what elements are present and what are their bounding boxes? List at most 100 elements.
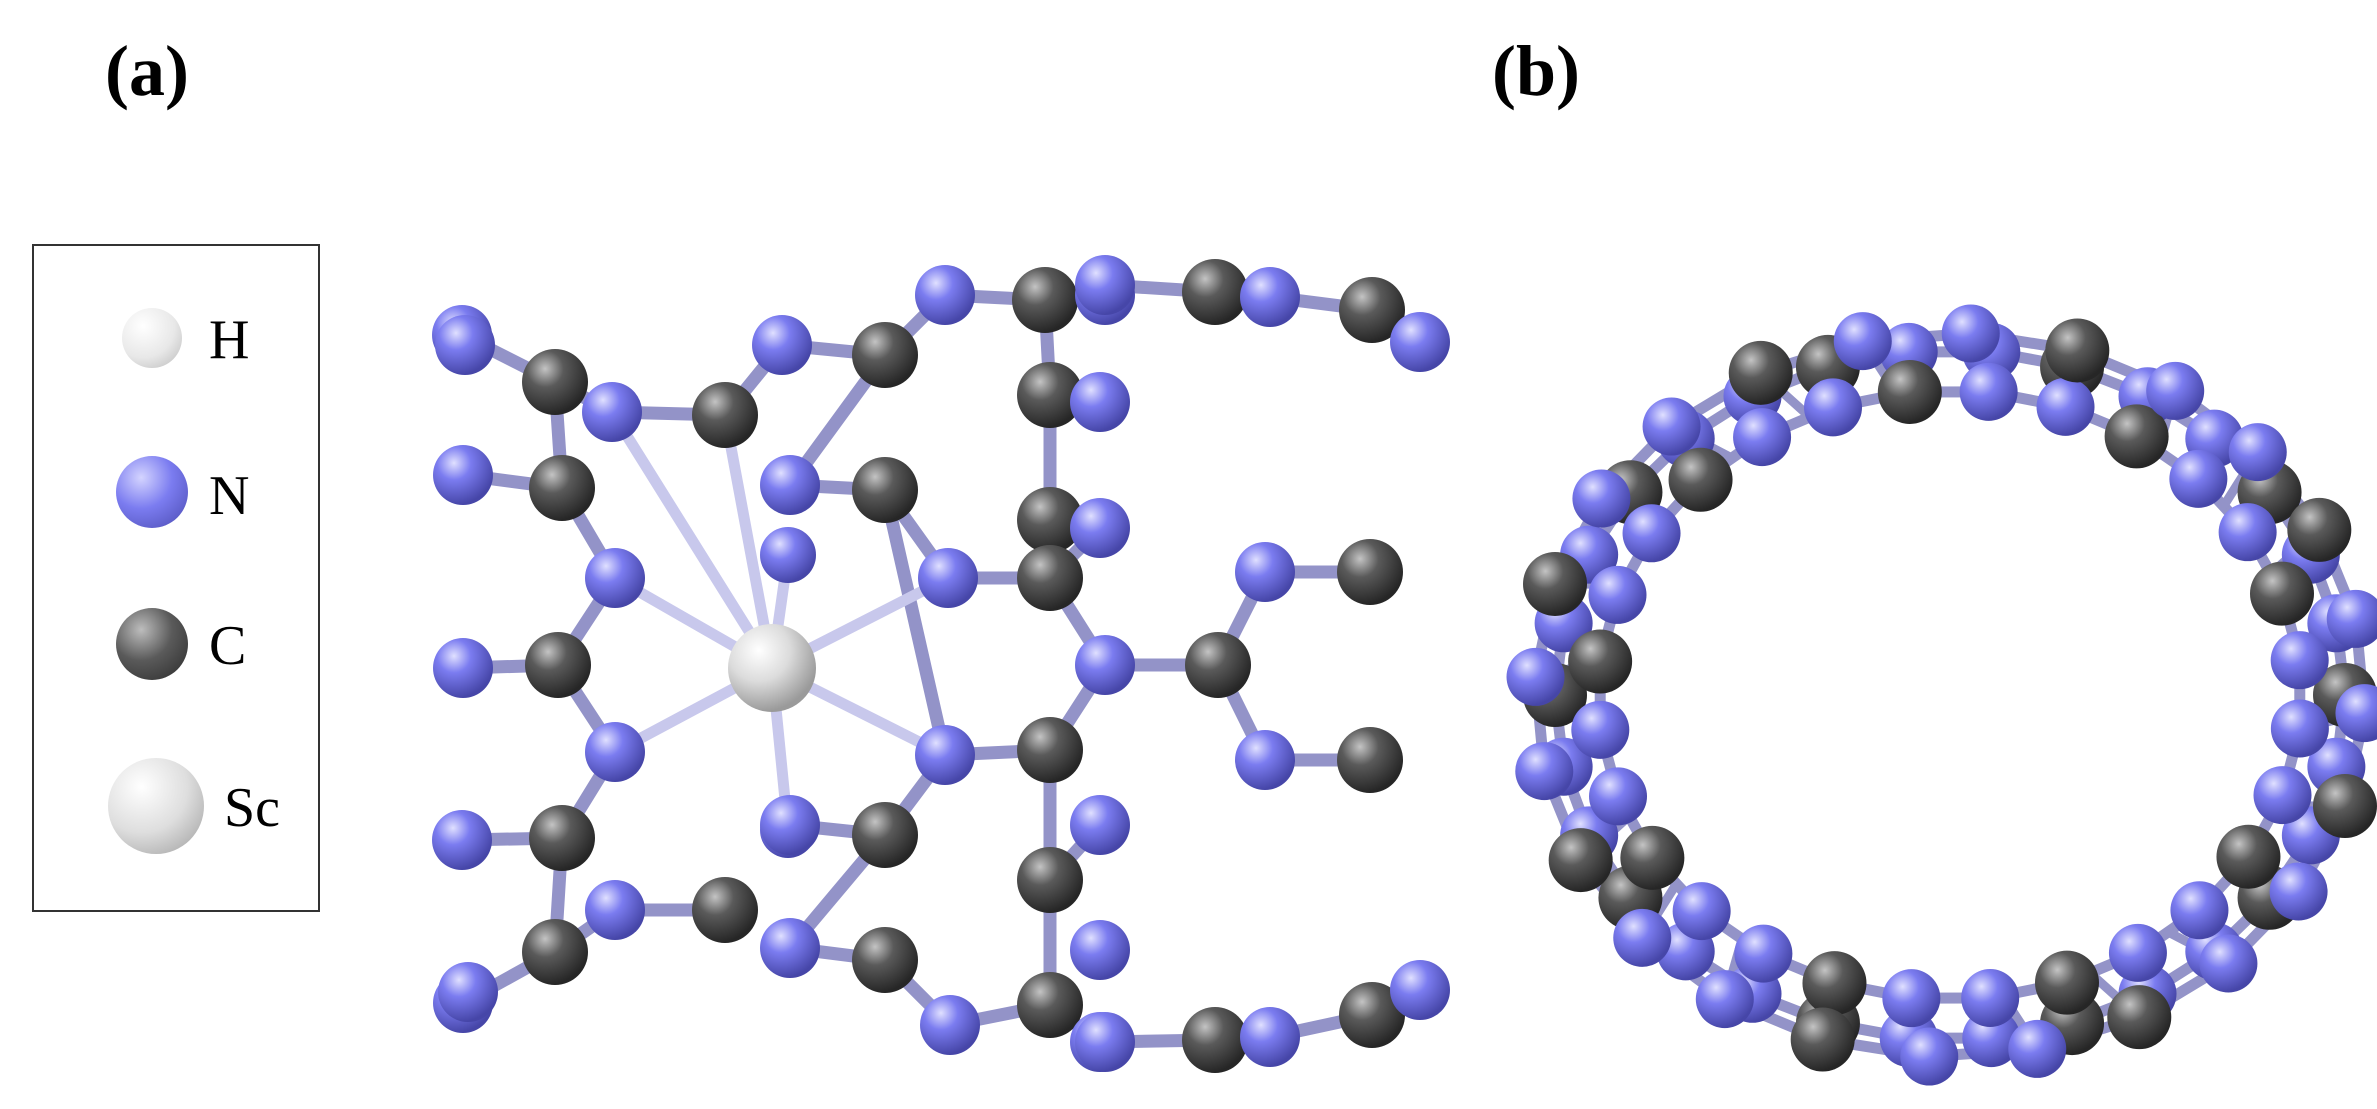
nitrogen-atom-icon — [1900, 1027, 1959, 1086]
panel-label-b: (b) — [1492, 31, 1580, 111]
carbon-atom-icon — [852, 802, 918, 868]
nitrogen-atom-icon — [1390, 312, 1450, 372]
nitrogen-atom-icon — [1622, 504, 1681, 563]
nitrogen-atom-icon — [2199, 934, 2258, 993]
hydrogen-atom-icon — [122, 308, 182, 368]
carbon-atom-icon — [1182, 259, 1248, 325]
legend-item-n: N — [34, 446, 318, 556]
carbon-atom-icon — [1182, 1007, 1248, 1073]
nitrogen-atom-icon — [1070, 498, 1130, 558]
nitrogen-atom-icon — [585, 880, 645, 940]
carbon-atom-icon — [1337, 539, 1403, 605]
nitrogen-atom-icon — [1070, 920, 1130, 980]
nitrogen-atom-icon — [1075, 1012, 1135, 1072]
carbon-atom-icon — [852, 322, 918, 388]
nitrogen-atom-icon — [585, 722, 645, 782]
nitrogen-atom-icon — [2228, 423, 2287, 482]
nitrogen-atom-icon — [1572, 469, 1631, 528]
carbon-atom-icon — [1523, 551, 1588, 616]
nitrogen-atom-icon — [2036, 377, 2095, 436]
nitrogen-atom-icon — [1804, 378, 1863, 437]
carbon-atom-icon — [2104, 404, 2169, 469]
carbon-atom-icon — [1017, 545, 1083, 611]
carbon-atom-icon — [2312, 774, 2377, 839]
nitrogen-atom-icon — [1959, 362, 2018, 421]
carbon-atom-icon — [1339, 982, 1405, 1048]
nitrogen-atom-icon — [918, 548, 978, 608]
nitrogen-atom-icon — [1588, 565, 1647, 624]
carbon-atom-icon — [692, 382, 758, 448]
carbon-atom-icon — [1017, 847, 1083, 913]
nitrogen-atom-icon — [760, 795, 820, 855]
nitrogen-atom-icon — [1571, 700, 1630, 759]
carbon-atom-icon — [529, 455, 595, 521]
carbon-atom-icon — [2287, 497, 2352, 562]
nitrogen-atom-icon — [1695, 970, 1754, 1029]
carbon-atom-icon — [1668, 447, 1733, 512]
nitrogen-atom-icon — [760, 527, 816, 583]
nitrogen-atom-icon — [2270, 631, 2329, 690]
legend-item-h: H — [34, 296, 318, 406]
nitrogen-atom-icon — [752, 315, 812, 375]
nitrogen-atom-icon — [582, 382, 642, 442]
carbon-atom-icon — [1790, 1007, 1855, 1072]
carbon-atom-icon — [1017, 362, 1083, 428]
bond-line — [878, 483, 952, 762]
nitrogen-atom-icon — [2335, 684, 2377, 743]
atom-legend: H N C Sc — [32, 244, 320, 912]
nitrogen-atom-icon — [1941, 304, 2000, 363]
nitrogen-atom-icon — [2253, 766, 2312, 825]
nitrogen-atom-icon — [2146, 361, 2205, 420]
nitrogen-atom-icon — [1075, 255, 1135, 315]
carbon-atom-icon — [2045, 318, 2110, 383]
carbon-atom-icon — [1017, 487, 1083, 553]
carbon-atom-icon — [1339, 277, 1405, 343]
scandium-atom-icon — [728, 624, 816, 712]
nitrogen-atom-icon — [2269, 862, 2328, 921]
carbon-atom-icon — [2249, 561, 2314, 626]
carbon-atom-icon — [1017, 717, 1083, 783]
carbon-atom-icon — [525, 632, 591, 698]
nitrogen-atom-icon — [438, 962, 498, 1022]
nitrogen-atom-icon — [1235, 542, 1295, 602]
nitrogen-atom-icon — [915, 265, 975, 325]
carbon-atom-icon — [852, 457, 918, 523]
atoms-panel-b — [1506, 304, 2377, 1086]
carbon-atom-icon — [522, 919, 588, 985]
carbon-atom-icon — [692, 877, 758, 943]
carbon-atom-icon — [2107, 985, 2172, 1050]
carbon-atom-icon — [522, 349, 588, 415]
carbon-atom-icon — [1017, 972, 1083, 1038]
nitrogen-atom-icon — [2108, 923, 2167, 982]
nitrogen-atom-icon — [432, 810, 492, 870]
carbon-atom-icon — [2034, 950, 2099, 1015]
carbon-atom-icon — [852, 927, 918, 993]
carbon-atom-icon — [529, 805, 595, 871]
nitrogen-atom-icon — [2169, 449, 2228, 508]
nitrogen-atom-icon — [760, 918, 820, 978]
nitrogen-atom-icon — [1515, 742, 1574, 801]
panel-label-a: (a) — [105, 31, 189, 111]
carbon-atom-icon — [1337, 727, 1403, 793]
legend-item-c: C — [34, 608, 318, 718]
carbon-atom-icon — [1620, 825, 1685, 890]
nitrogen-atom-icon — [1613, 908, 1672, 967]
nitrogen-atom-icon — [920, 995, 980, 1055]
nitrogen-atom-icon — [433, 638, 493, 698]
carbon-atom-icon — [116, 608, 188, 680]
carbon-atom-icon — [1185, 632, 1251, 698]
nitrogen-atom-icon — [585, 548, 645, 608]
nitrogen-atom-icon — [2218, 503, 2277, 562]
nitrogen-atom-icon — [1642, 397, 1701, 456]
legend-label-c: C — [209, 615, 247, 677]
carbon-atom-icon — [1802, 951, 1867, 1016]
carbon-atom-icon — [2216, 824, 2281, 889]
scandium-atom-icon — [108, 758, 204, 854]
nitrogen-atom-icon — [1070, 795, 1130, 855]
nitrogen-atom-icon — [1506, 647, 1565, 706]
carbon-atom-icon — [1877, 359, 1942, 424]
legend-label-sc: Sc — [224, 777, 280, 839]
nitrogen-atom-icon — [1240, 1007, 1300, 1067]
nitrogen-atom-icon — [1075, 635, 1135, 695]
